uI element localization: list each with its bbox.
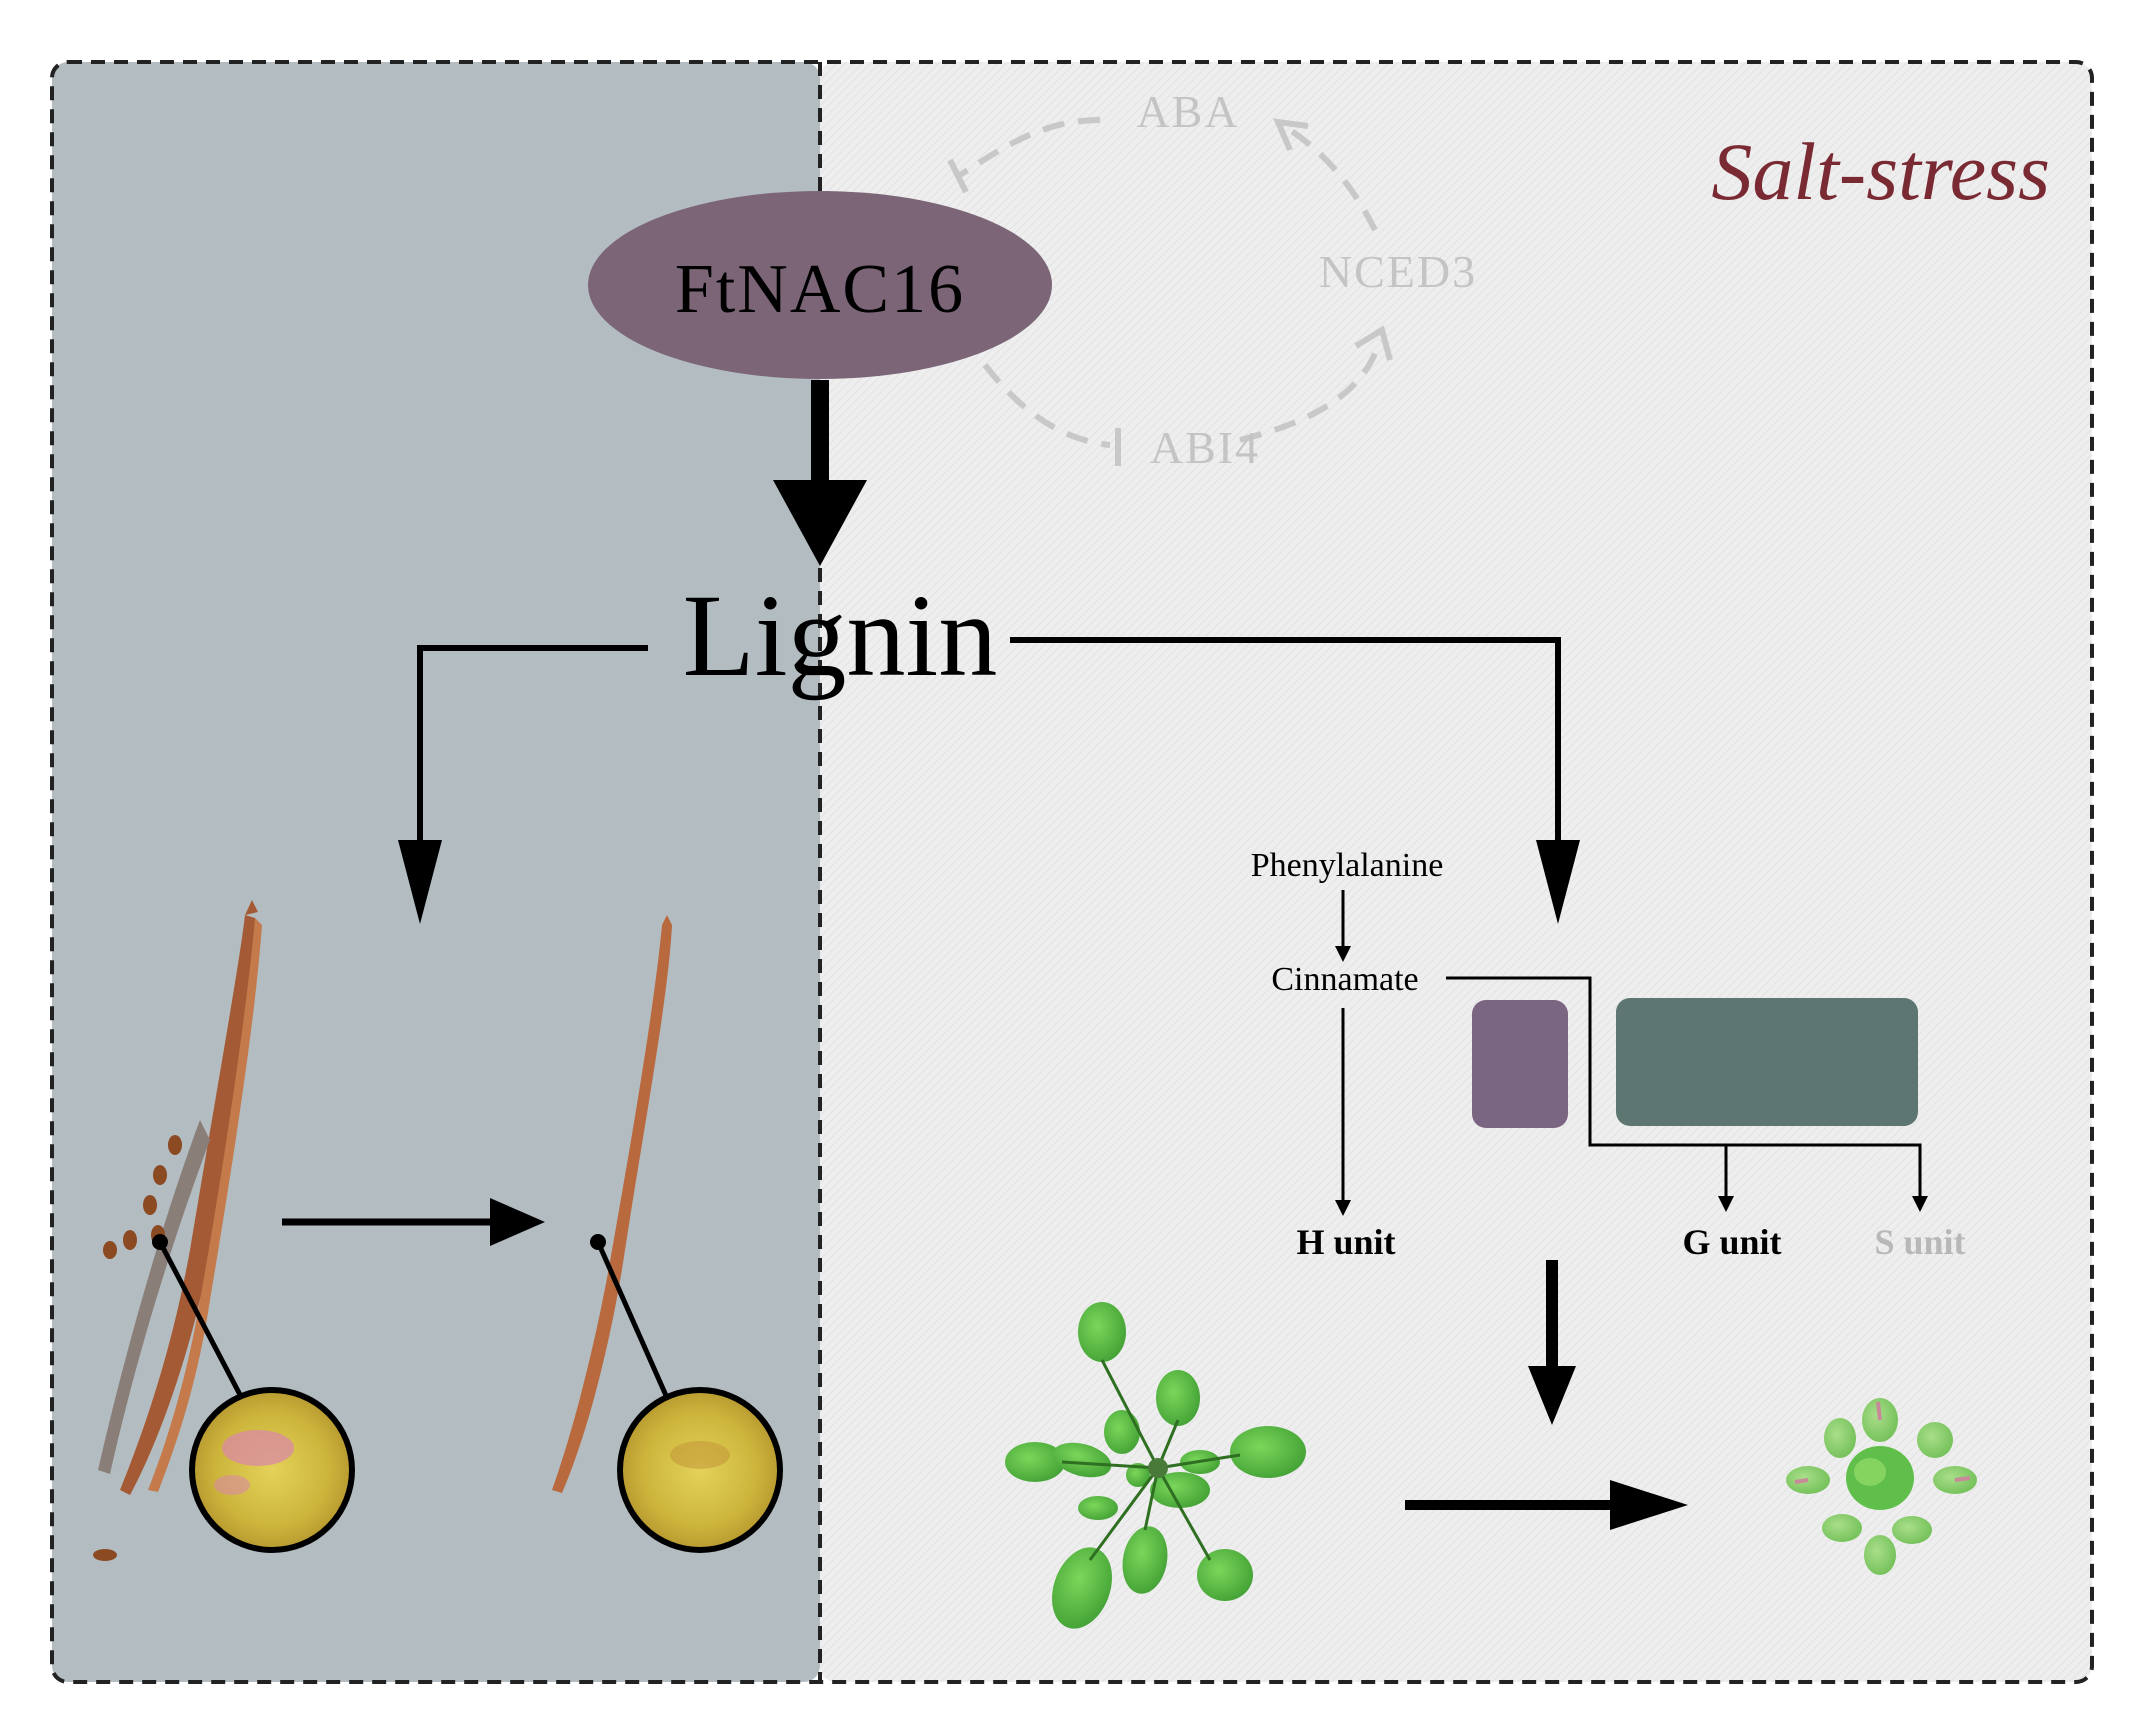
magnifier-left xyxy=(152,1234,355,1553)
left-panel xyxy=(52,62,820,1682)
activation-arrow xyxy=(773,380,867,566)
aba-feedback-cycle xyxy=(958,117,1383,448)
seed-pod-opened xyxy=(93,900,262,1561)
aba-arrowhead xyxy=(1273,118,1309,152)
enzyme-box-wide xyxy=(1616,998,1918,1126)
cycle-arc-nced3-to-aba xyxy=(1288,127,1378,232)
lignin-branch-left xyxy=(417,645,648,860)
magnifier-right xyxy=(590,1234,783,1553)
plant-stressed xyxy=(1786,1398,1977,1575)
seed-pod-closed xyxy=(552,915,672,1493)
ftnac16-ellipse xyxy=(588,191,1052,379)
aba-inhibition-bar xyxy=(947,158,969,194)
g-unit-label: G unit xyxy=(1682,1222,1782,1262)
salt-tolerance-arrow xyxy=(1528,1260,1576,1425)
plant-healthy xyxy=(1005,1302,1306,1629)
salt-stress-label: Salt-stress xyxy=(1711,126,2050,217)
lignin-label: Lignin xyxy=(682,570,998,701)
cycle-arc-ftnac-to-abi4 xyxy=(982,363,1111,448)
right-panel xyxy=(820,62,2092,1682)
aba-label: ABA xyxy=(1136,86,1240,137)
pathway-arrowheads xyxy=(1335,946,1928,1216)
nced3-arrowhead xyxy=(1354,325,1393,361)
arrowhead-left-branch xyxy=(398,840,442,924)
h-unit-label: H unit xyxy=(1296,1222,1396,1262)
enzyme-box-small xyxy=(1472,1000,1568,1128)
cycle-heads xyxy=(947,118,1393,466)
cycle-arc-aba-to-ftnac xyxy=(958,117,1101,178)
lignin-branch-right xyxy=(1010,637,1561,860)
nced3-label: NCED3 xyxy=(1318,246,1478,297)
s-unit-label: S unit xyxy=(1874,1222,1966,1262)
phenylalanine-label: Phenylalanine xyxy=(1250,847,1444,884)
abi4-label: ABI4 xyxy=(1149,422,1261,473)
lignin-comparison-arrow xyxy=(282,1198,545,1246)
arrowhead-right-branch xyxy=(1536,840,1580,924)
cinnamate-label: Cinnamate xyxy=(1271,961,1419,998)
plant-comparison-arrow xyxy=(1405,1480,1688,1530)
phenylpropanoid-pathway xyxy=(1341,890,1922,1205)
panel-border xyxy=(50,60,2094,1684)
cycle-arc-abi4-to-nced3 xyxy=(1239,339,1383,443)
ftnac16-label: FtNAC16 xyxy=(674,251,966,328)
